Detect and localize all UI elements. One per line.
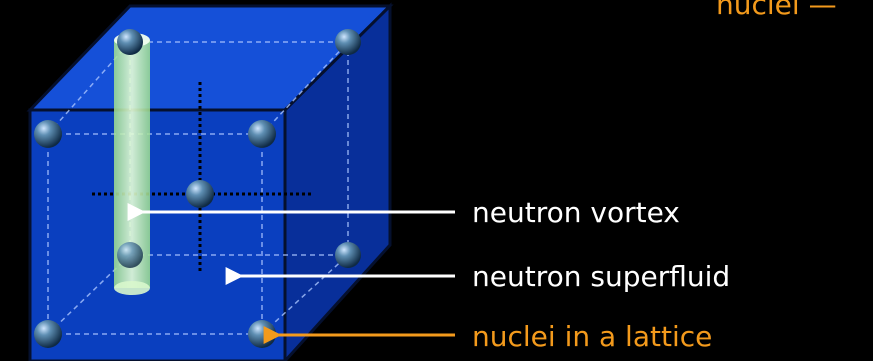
- lattice-dashed-lines: [47, 41, 349, 335]
- nucleus-front-top-left: [34, 120, 62, 148]
- lattice-cube: [26, 2, 394, 361]
- label-nuclei-lattice: nuclei in a lattice: [472, 320, 712, 353]
- label-top-right-partial: nuclei —: [716, 0, 837, 21]
- label-neutron-superfluid: neutron superfluid: [472, 260, 730, 293]
- nucleus-front-bottom-left: [34, 320, 62, 348]
- nucleus-back-top-right: [335, 29, 361, 55]
- lattice-nuclei: [34, 29, 361, 348]
- nucleus-front-top-right: [248, 120, 276, 148]
- nucleus-back-bottom-left: [117, 242, 143, 268]
- nucleus-front-bottom-right: [248, 320, 276, 348]
- nucleus-center: [186, 180, 214, 208]
- label-arrows: [127, 203, 455, 344]
- nucleus-back-top-left: [117, 29, 143, 55]
- cube-front-face: [28, 108, 287, 361]
- nucleus-back-bottom-right: [335, 242, 361, 268]
- label-neutron-vortex: neutron vortex: [472, 196, 680, 229]
